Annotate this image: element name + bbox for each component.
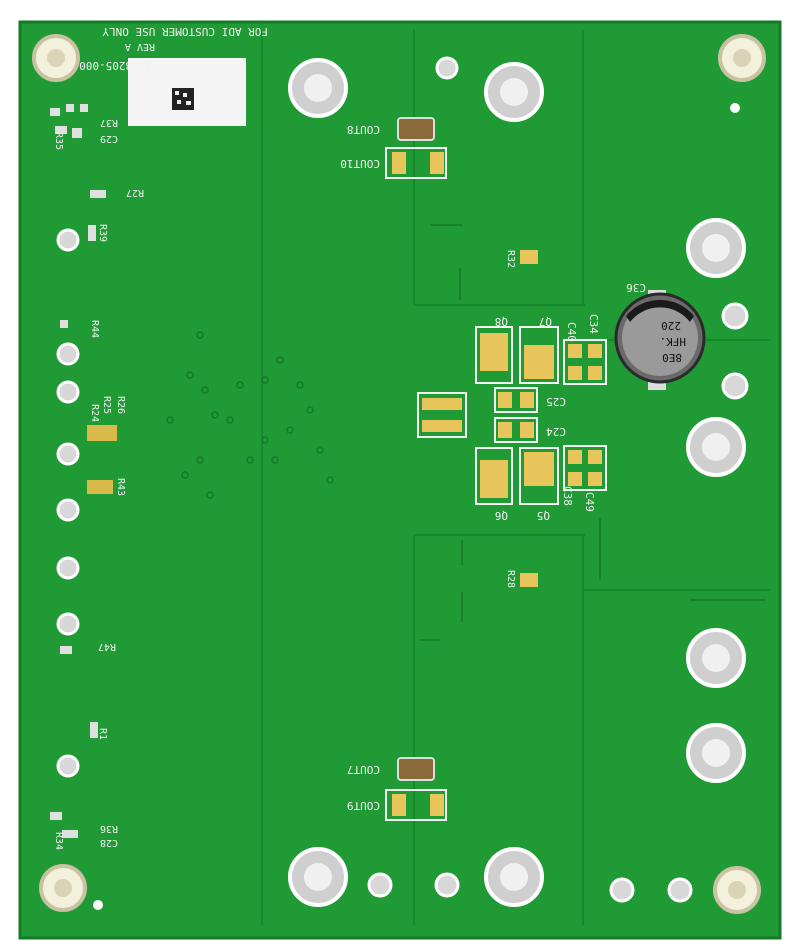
cout7-part: [397, 757, 435, 781]
terminal-hole: [686, 218, 746, 278]
standoff-bottom-left: [39, 864, 87, 912]
label-r27: R27: [126, 187, 144, 198]
label-q8: Q8: [495, 315, 508, 328]
cout9-pads: [385, 789, 447, 821]
power-stage: [417, 326, 607, 505]
via-field: [166, 331, 334, 499]
revision-label: REV A: [125, 41, 155, 52]
label-r26: R26: [115, 396, 126, 414]
terminal-hole: [686, 628, 746, 688]
label-c49: C49: [583, 492, 596, 512]
r32-part: [520, 250, 538, 264]
label-cout8: COUT8: [347, 123, 380, 136]
pad: [430, 794, 444, 816]
label-r35: R35: [53, 132, 64, 150]
terminal-hole: [484, 62, 544, 122]
label-cout7: COUT7: [347, 763, 380, 776]
terminal-hole: [686, 723, 746, 783]
terminal-hole: [484, 847, 544, 907]
pcb-board: [18, 20, 782, 940]
serial-number: 4588205-0004: [72, 59, 152, 72]
label-c40: C40: [565, 322, 578, 342]
pad: [392, 794, 406, 816]
terminal-holes: [288, 58, 746, 907]
terminal-hole: [288, 847, 348, 907]
cout8-part: [397, 117, 435, 141]
c36-marking-1: 220: [661, 319, 681, 332]
label-r24: R24: [89, 404, 100, 422]
label-r34: R34: [53, 832, 64, 850]
label-q5: Q5: [537, 509, 550, 522]
label-c24: C24: [546, 425, 566, 438]
label-c36: C36: [626, 281, 646, 294]
c36-marking-2: HFK.: [660, 335, 687, 348]
label-r47: R47: [98, 641, 116, 652]
cout10-pads: [385, 147, 447, 179]
label-cout9: COUT9: [347, 799, 380, 812]
label-q7: Q7: [539, 315, 552, 328]
label-r25: R25: [101, 396, 112, 414]
label-cout10: COUT10: [340, 157, 380, 170]
label-r37: R37: [100, 117, 118, 128]
tooling-hole: [93, 900, 103, 910]
r28-part: [520, 573, 538, 587]
label-c25: C25: [546, 395, 566, 408]
c36-marking-3: 8E0: [662, 351, 682, 364]
label-c29: C29: [100, 133, 118, 144]
pad: [430, 152, 444, 174]
label-c38: C38: [561, 486, 574, 506]
label-q6: Q6: [495, 509, 508, 522]
standoff-top-right: [718, 34, 766, 82]
datamatrix-code: [172, 88, 194, 110]
terminal-hole: [288, 58, 348, 118]
label-c28: C28: [100, 837, 118, 848]
label-c34: C34: [587, 314, 600, 334]
customer-note: FOR ADI CUSTOMER USE ONLY: [102, 25, 268, 38]
terminal-hole: [686, 417, 746, 477]
left-column-parts: [50, 104, 117, 838]
label-r28: R28: [505, 570, 516, 588]
label-r44: R44: [89, 320, 100, 338]
tooling-hole: [730, 103, 740, 113]
standoff-bottom-right: [713, 866, 761, 914]
label-r36: R36: [100, 823, 118, 834]
label-r1: R1: [97, 728, 108, 740]
pad: [392, 152, 406, 174]
label-r39: R39: [97, 224, 108, 242]
label-r43: R43: [115, 478, 126, 496]
standoff-top-left: [32, 34, 80, 82]
trace-stitching: [420, 224, 765, 641]
c36-electrolytic-capacitor: [614, 290, 706, 390]
test-points: [56, 56, 749, 903]
label-r32: R32: [505, 250, 516, 268]
mounting-standoffs: [32, 34, 766, 914]
